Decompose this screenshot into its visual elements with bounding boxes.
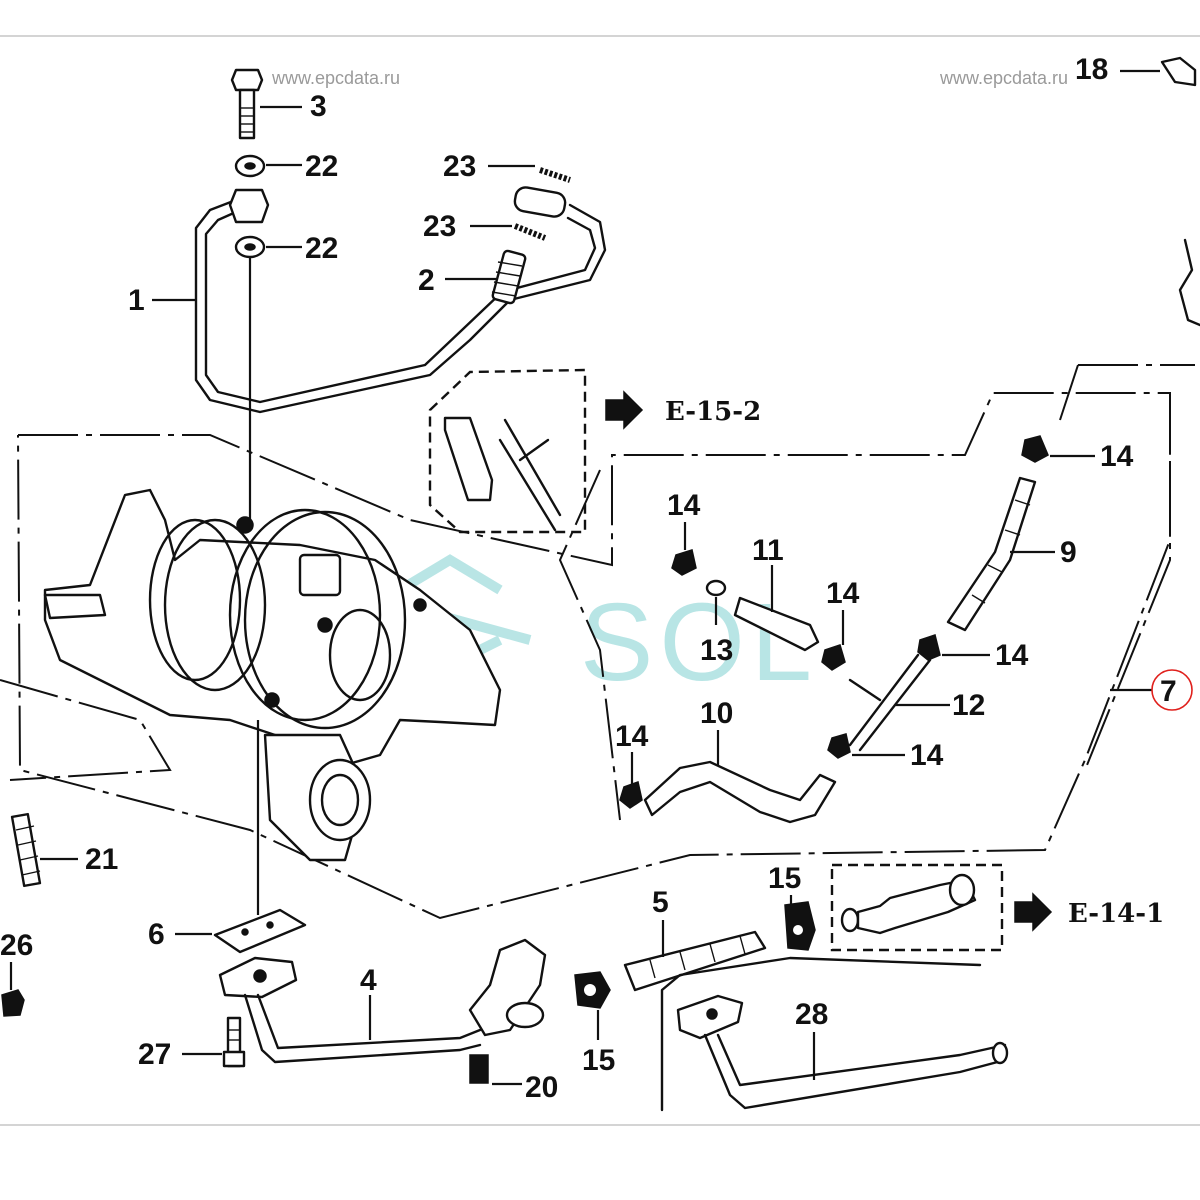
sol-logo-text: SOL [580,581,818,704]
part-9-hose [946,476,1037,632]
callout-14-d: 14 [910,739,944,772]
watermark-left: www.epcdata.ru [271,68,400,88]
callout-11: 11 [752,534,784,567]
part-14-clamp-d [827,733,851,759]
callout-7[interactable]: 7 [1160,675,1177,708]
part-1-discharge-pipe [194,188,607,414]
part-11-hose [733,596,820,652]
callout-9: 9 [1060,536,1077,569]
assembly-outline-7 [1059,364,1195,771]
pipe-sleeve [513,186,567,218]
callout-14-f: 14 [1100,440,1134,473]
callout-6: 6 [148,918,165,951]
reference-label-e-15-2[interactable]: E-15-2 [665,397,761,427]
sol-logo: SOL [397,554,818,704]
part-23-pin-lower [513,223,547,241]
outline-lower [0,469,621,821]
part-2-spring [491,249,527,305]
callout-23-lower: 23 [423,210,456,243]
callout-22-upper: 22 [305,150,338,183]
watermark-right: www.epcdata.ru [939,68,1068,88]
part-10-hose [643,760,837,824]
callout-15-upper: 15 [768,862,801,895]
part-3-bolt [230,68,264,140]
part-21-spring [10,812,42,888]
part-14-clamp-c [917,634,941,661]
part-4-suction-pipe [218,938,547,1064]
callout-14-a: 14 [667,489,701,522]
callout-22-lower: 22 [305,232,338,265]
part-12-tube [848,653,932,752]
reference-box-e-15-2 [428,368,587,534]
callout-26: 26 [0,929,33,962]
part-5-hose [623,930,767,992]
part-14-clamp-b [821,644,846,671]
callout-1: 1 [128,284,145,317]
part-26-nut [1,989,25,1017]
callout-21: 21 [85,843,118,876]
callout-28: 28 [795,998,828,1031]
bottom-border [0,1124,1200,1126]
reference-e-14-1[interactable]: E-14-1 [1014,892,1164,932]
callout-15-lower: 15 [582,1044,615,1077]
highlight-circle-7 [1151,669,1193,711]
part-27-bolt [222,1016,246,1068]
part-23-pin-upper [539,167,571,183]
callout-5: 5 [652,886,669,919]
part-18-valve [1160,56,1200,327]
callout-14-c: 14 [995,639,1029,672]
part-22-washer-upper [234,154,266,178]
top-border [0,35,1200,37]
part-15-clamp-upper [784,901,816,951]
callout-18: 18 [1075,53,1108,86]
callout-13: 13 [700,634,733,667]
part-14-clamp-e [619,781,643,809]
reference-box-e-14-1 [830,863,1004,952]
part-6-gasket [213,908,307,954]
callout-4: 4 [360,964,377,997]
compressor-body [43,488,502,862]
callout-20: 20 [525,1071,558,1104]
callout-23-upper: 23 [443,150,476,183]
callout-10: 10 [700,697,733,730]
part-20-bolt [469,1054,489,1084]
arrow-right-icon [605,390,644,430]
arrow-right-icon [1014,892,1053,932]
callout-3: 3 [310,90,327,123]
reference-label-e-14-1[interactable]: E-14-1 [1068,899,1164,929]
part-28-pipe [660,956,1009,1112]
callout-2: 2 [418,264,435,297]
part-13-connector [705,579,727,597]
callout-27: 27 [138,1038,171,1071]
reference-e-15-2[interactable]: E-15-2 [605,390,761,430]
part-22-washer-lower [234,235,266,259]
part-15-clamp-lower [574,971,611,1009]
part-14-clamp-f [1021,435,1049,463]
callout-14-b: 14 [826,577,860,610]
callout-12: 12 [952,689,985,722]
part-14-clamp-a [671,549,697,576]
callout-14-e: 14 [615,720,649,753]
